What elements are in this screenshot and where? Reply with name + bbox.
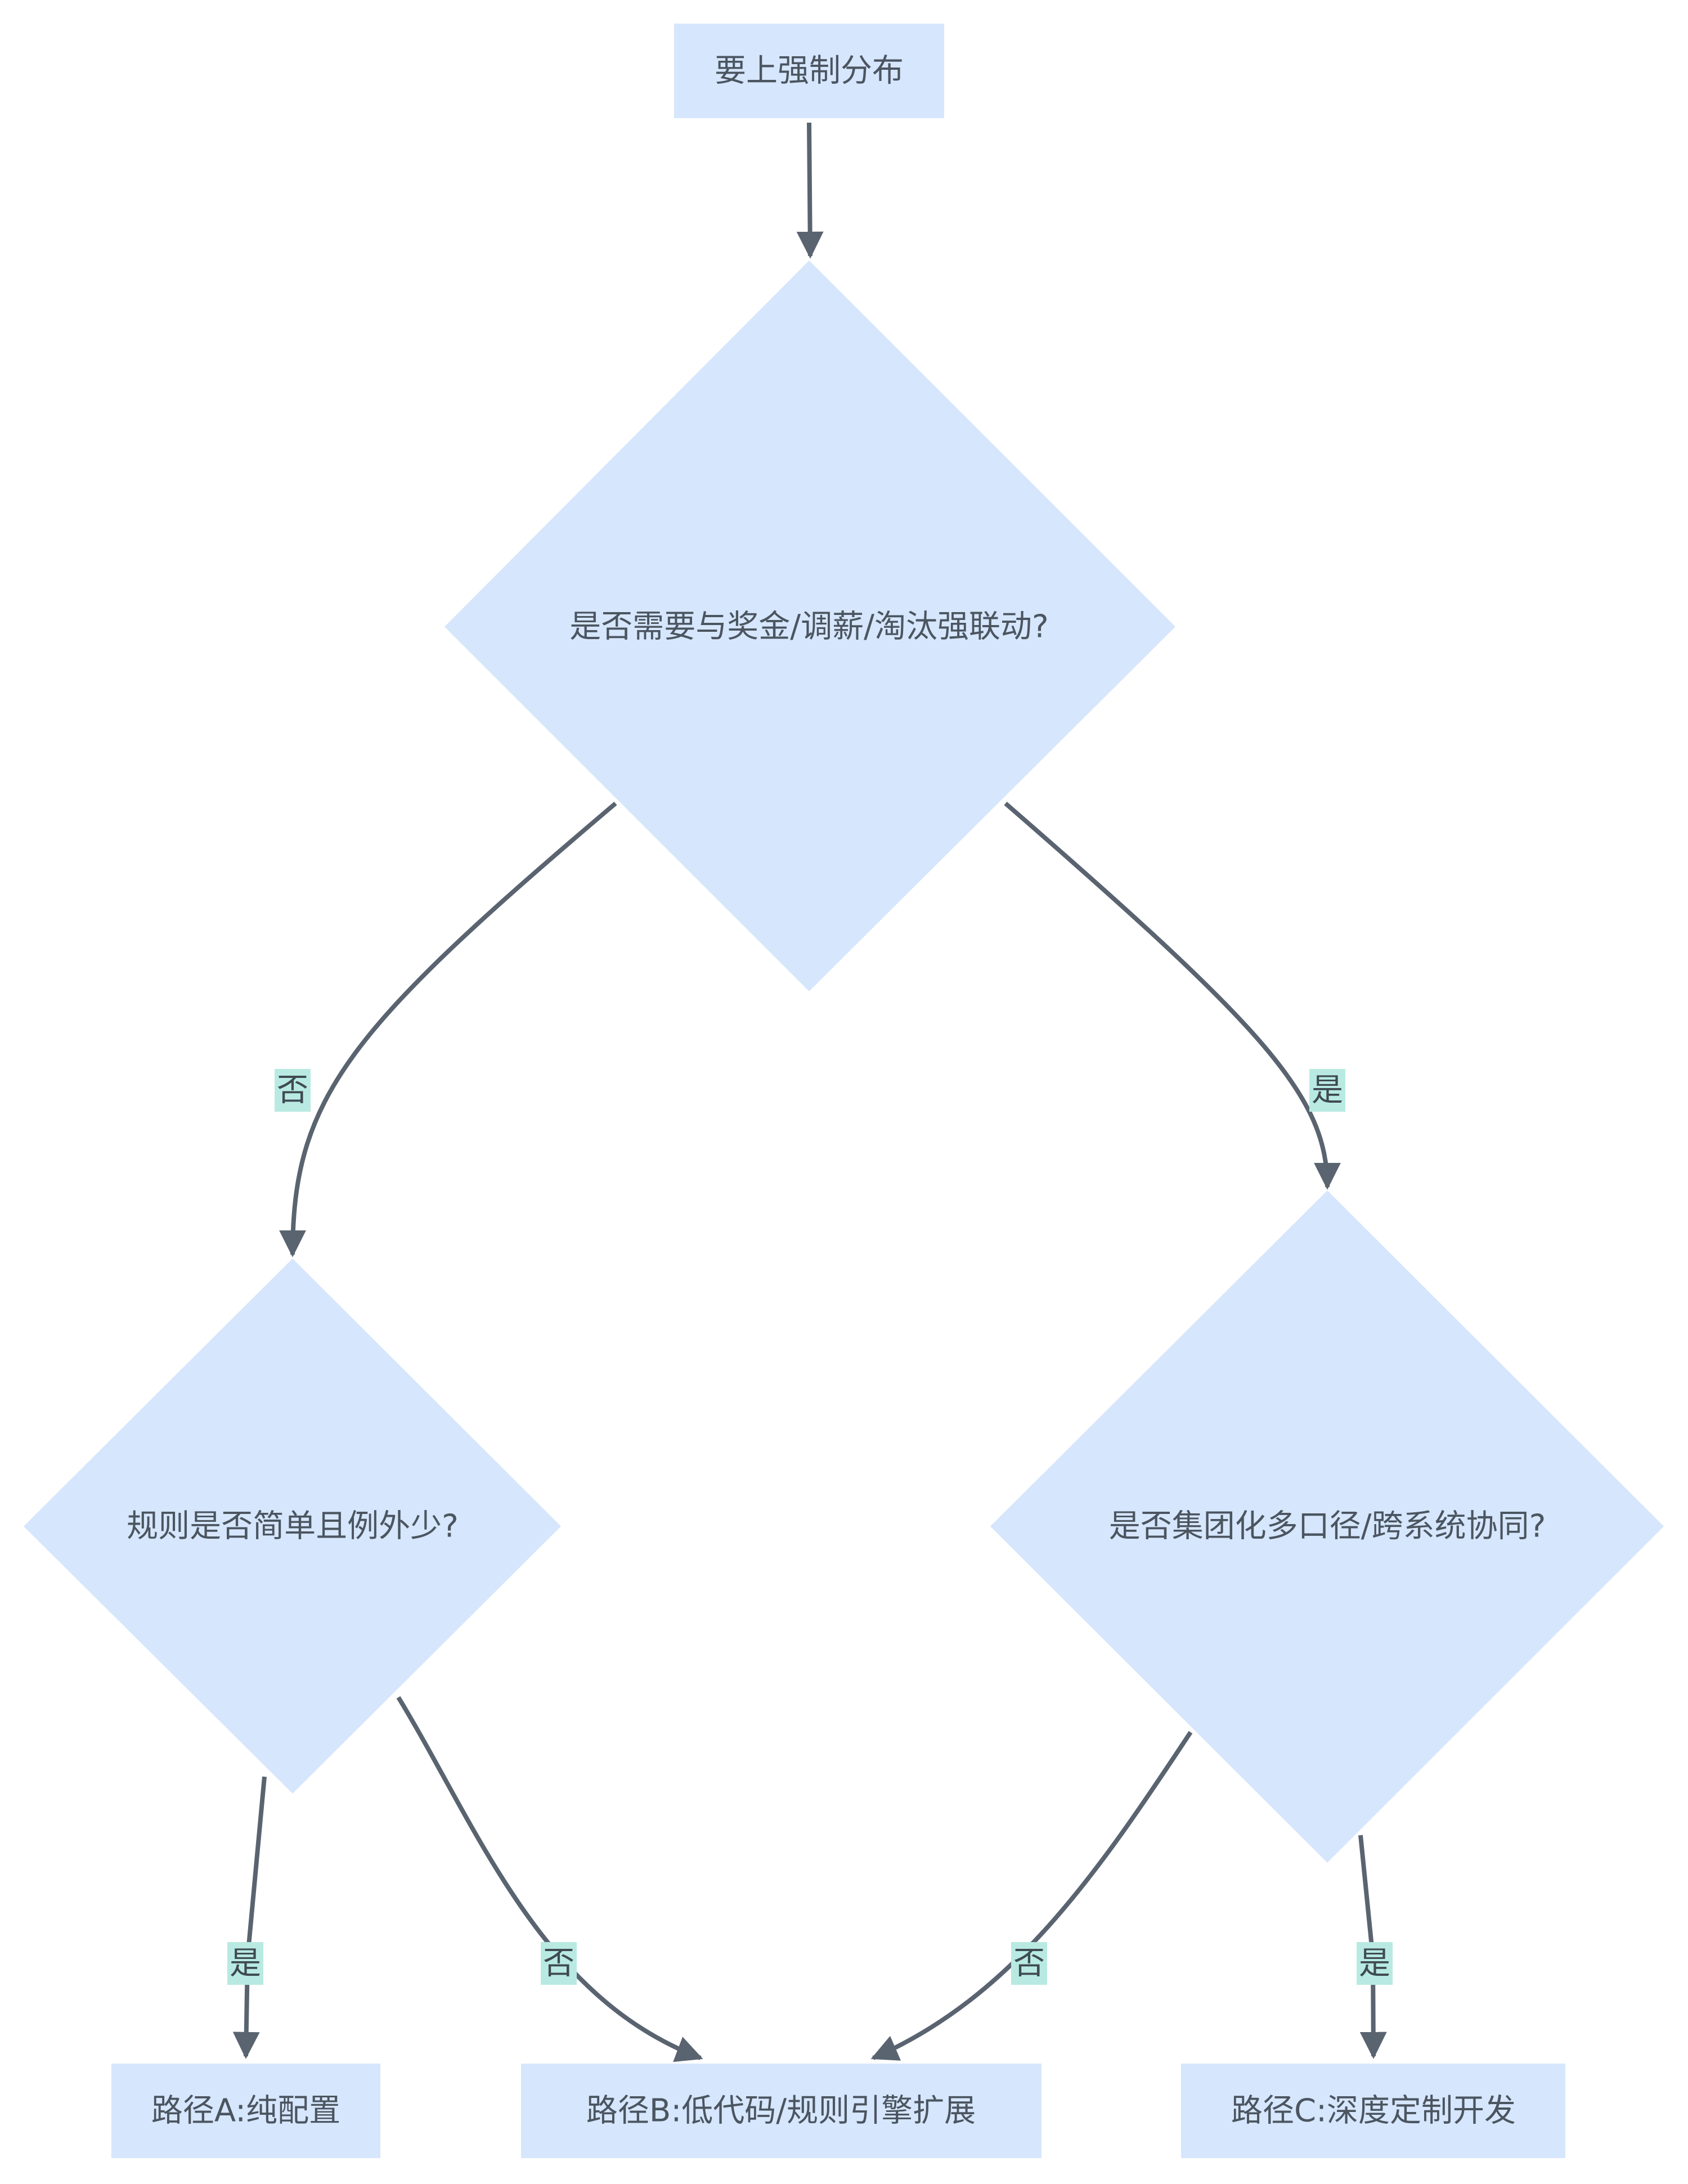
- edge-label-q1-no: 否: [275, 1069, 311, 1112]
- svg-text:是: 是: [1312, 1072, 1343, 1109]
- node-path-a-label: 路径A:纯配置: [151, 2093, 340, 2129]
- decision-q2-label: 规则是否简单且例外少?: [127, 1508, 459, 1545]
- svg-text:是: 是: [230, 1945, 261, 1982]
- svg-text:否: 否: [277, 1072, 308, 1109]
- edge-q2-to-a: [232, 1776, 267, 2059]
- node-path-b-label: 路径B:低代码/规则引擎扩展: [586, 2093, 976, 2129]
- edge-q1-to-q2: [279, 801, 617, 1257]
- decision-q2: 规则是否简单且例外少?: [24, 1259, 561, 1794]
- edge-start-to-q1: [796, 122, 824, 259]
- node-path-c: 路径C:深度定制开发: [1181, 2064, 1565, 2158]
- edge-q1-to-q3: [1004, 801, 1341, 1190]
- svg-text:否: 否: [1013, 1945, 1045, 1982]
- decision-q3: 是否集团化多口径/跨系统协同?: [990, 1190, 1664, 1863]
- node-start: 要上强制分布: [674, 24, 944, 118]
- node-path-a: 路径A:纯配置: [111, 2064, 380, 2158]
- edge-label-q2-yes: 是: [227, 1942, 263, 1985]
- edge-q2-to-b: [396, 1696, 703, 2062]
- edge-q3-to-b: [870, 1731, 1193, 2061]
- decision-q1: 是否需要与奖金/调薪/淘汰强联动?: [445, 260, 1175, 991]
- node-start-label: 要上强制分布: [715, 53, 904, 89]
- edge-label-q2-no: 否: [541, 1942, 577, 1985]
- decision-q3-label: 是否集团化多口径/跨系统协同?: [1109, 1508, 1546, 1545]
- edge-label-q3-yes: 是: [1357, 1942, 1393, 1985]
- edge-label-q1-yes: 是: [1309, 1069, 1345, 1112]
- svg-text:是: 是: [1359, 1945, 1390, 1982]
- decision-q1-label: 是否需要与奖金/调薪/淘汰强联动?: [569, 609, 1048, 645]
- svg-text:否: 否: [543, 1945, 574, 1982]
- edge-label-q3-no: 否: [1011, 1942, 1047, 1985]
- node-path-b: 路径B:低代码/规则引擎扩展: [521, 2064, 1041, 2158]
- node-path-c-label: 路径C:深度定制开发: [1231, 2093, 1516, 2129]
